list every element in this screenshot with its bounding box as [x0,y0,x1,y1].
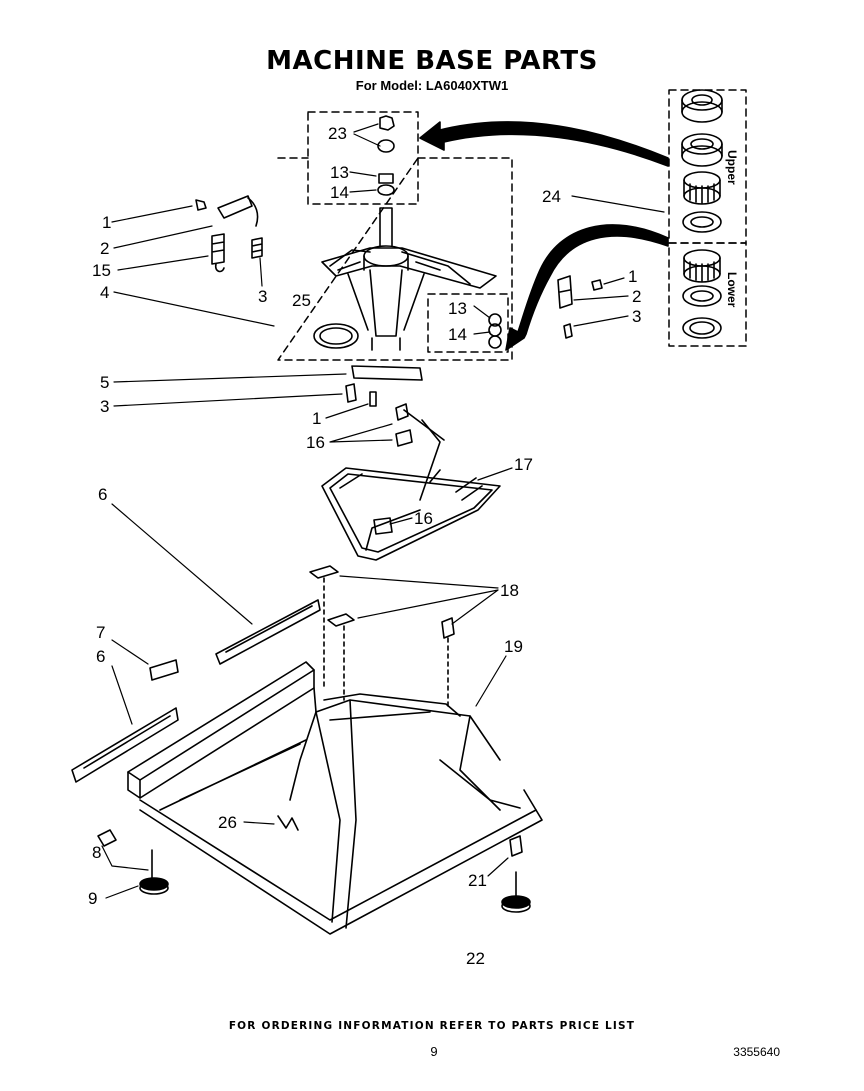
upper-bearing-stack [377,115,395,247]
kit-arrows [419,121,669,351]
callout-17: 17 [514,455,533,474]
bearing-kit: Upper Lower [681,89,739,339]
upper-bearing-2 [681,133,723,167]
callout-16-lower: 16 [414,509,433,528]
callout-6: 6 [98,485,107,504]
mounting-clips-18 [309,565,455,711]
page-title: MACHINE BASE PARTS [266,46,598,76]
rails-and-spacer [71,599,321,783]
callout-26: 26 [218,813,237,832]
snubber-ring [313,323,359,349]
leader-lines [101,123,665,899]
lower-bearing-2 [682,285,722,307]
callout-19: 19 [504,637,523,656]
transmission-assembly [321,245,497,351]
upper-kit-arrow [419,121,669,167]
callout-1: 1 [102,213,111,232]
upper-kit-label: Upper [725,150,739,185]
tub-support-frame [321,409,501,561]
upper-bearing-3 [683,171,721,205]
machine-base [127,661,543,935]
model-subtitle: For Model: LA6040XTW1 [355,78,509,93]
callout-13-lower: 13 [448,299,467,318]
lower-kit-box [668,242,747,347]
callout-1-right: 1 [628,267,637,286]
lower-kit-arrow [505,224,669,351]
transmission-group-box [277,157,513,361]
callout-24: 24 [542,187,561,206]
callout-9: 9 [88,889,97,908]
callout-2: 2 [100,239,109,258]
ordering-note: FOR ORDERING INFORMATION REFER TO PARTS … [228,1020,636,1032]
callout-14: 14 [330,183,349,202]
callout-labels: 23 13 14 24 1 2 15 3 4 25 1 2 3 13 14 5 … [88,124,641,968]
callout-3-center: 3 [100,397,109,416]
pads-16 [373,403,413,535]
brace-26 [277,815,299,831]
callout-23: 23 [328,124,347,143]
callout-3: 3 [258,287,267,306]
upper-bearing-box [307,111,419,205]
callout-22: 22 [466,949,485,968]
lower-kit-label: Lower [725,272,739,308]
right-bracket-hardware [488,275,603,349]
callout-18: 18 [500,581,519,600]
page-number: 9 [430,1044,438,1059]
leveling-leg-left [97,829,169,895]
callout-8: 8 [92,843,101,862]
callout-13: 13 [330,163,349,182]
callout-6-lower: 6 [96,647,105,666]
callout-1-center: 1 [312,409,321,428]
left-bracket-hardware [195,195,263,273]
callout-2-right: 2 [632,287,641,306]
lower-bearing-3 [682,317,722,339]
callout-15: 15 [92,261,111,280]
callout-14-lower: 14 [448,325,467,344]
callout-16: 16 [306,433,325,452]
callout-21: 21 [468,871,487,890]
upper-bearing-1 [681,89,723,123]
callout-3-right: 3 [632,307,641,326]
upper-bearing-4 [682,211,722,233]
callout-5: 5 [100,373,109,392]
document-number: 3355640 [733,1045,780,1059]
lower-bearing-box [427,293,509,353]
callout-7: 7 [96,623,105,642]
center-strap [345,365,423,407]
callout-25: 25 [292,291,311,310]
lower-bearing-1 [683,249,721,283]
leveling-leg-right [501,835,531,913]
callout-4: 4 [100,283,109,302]
